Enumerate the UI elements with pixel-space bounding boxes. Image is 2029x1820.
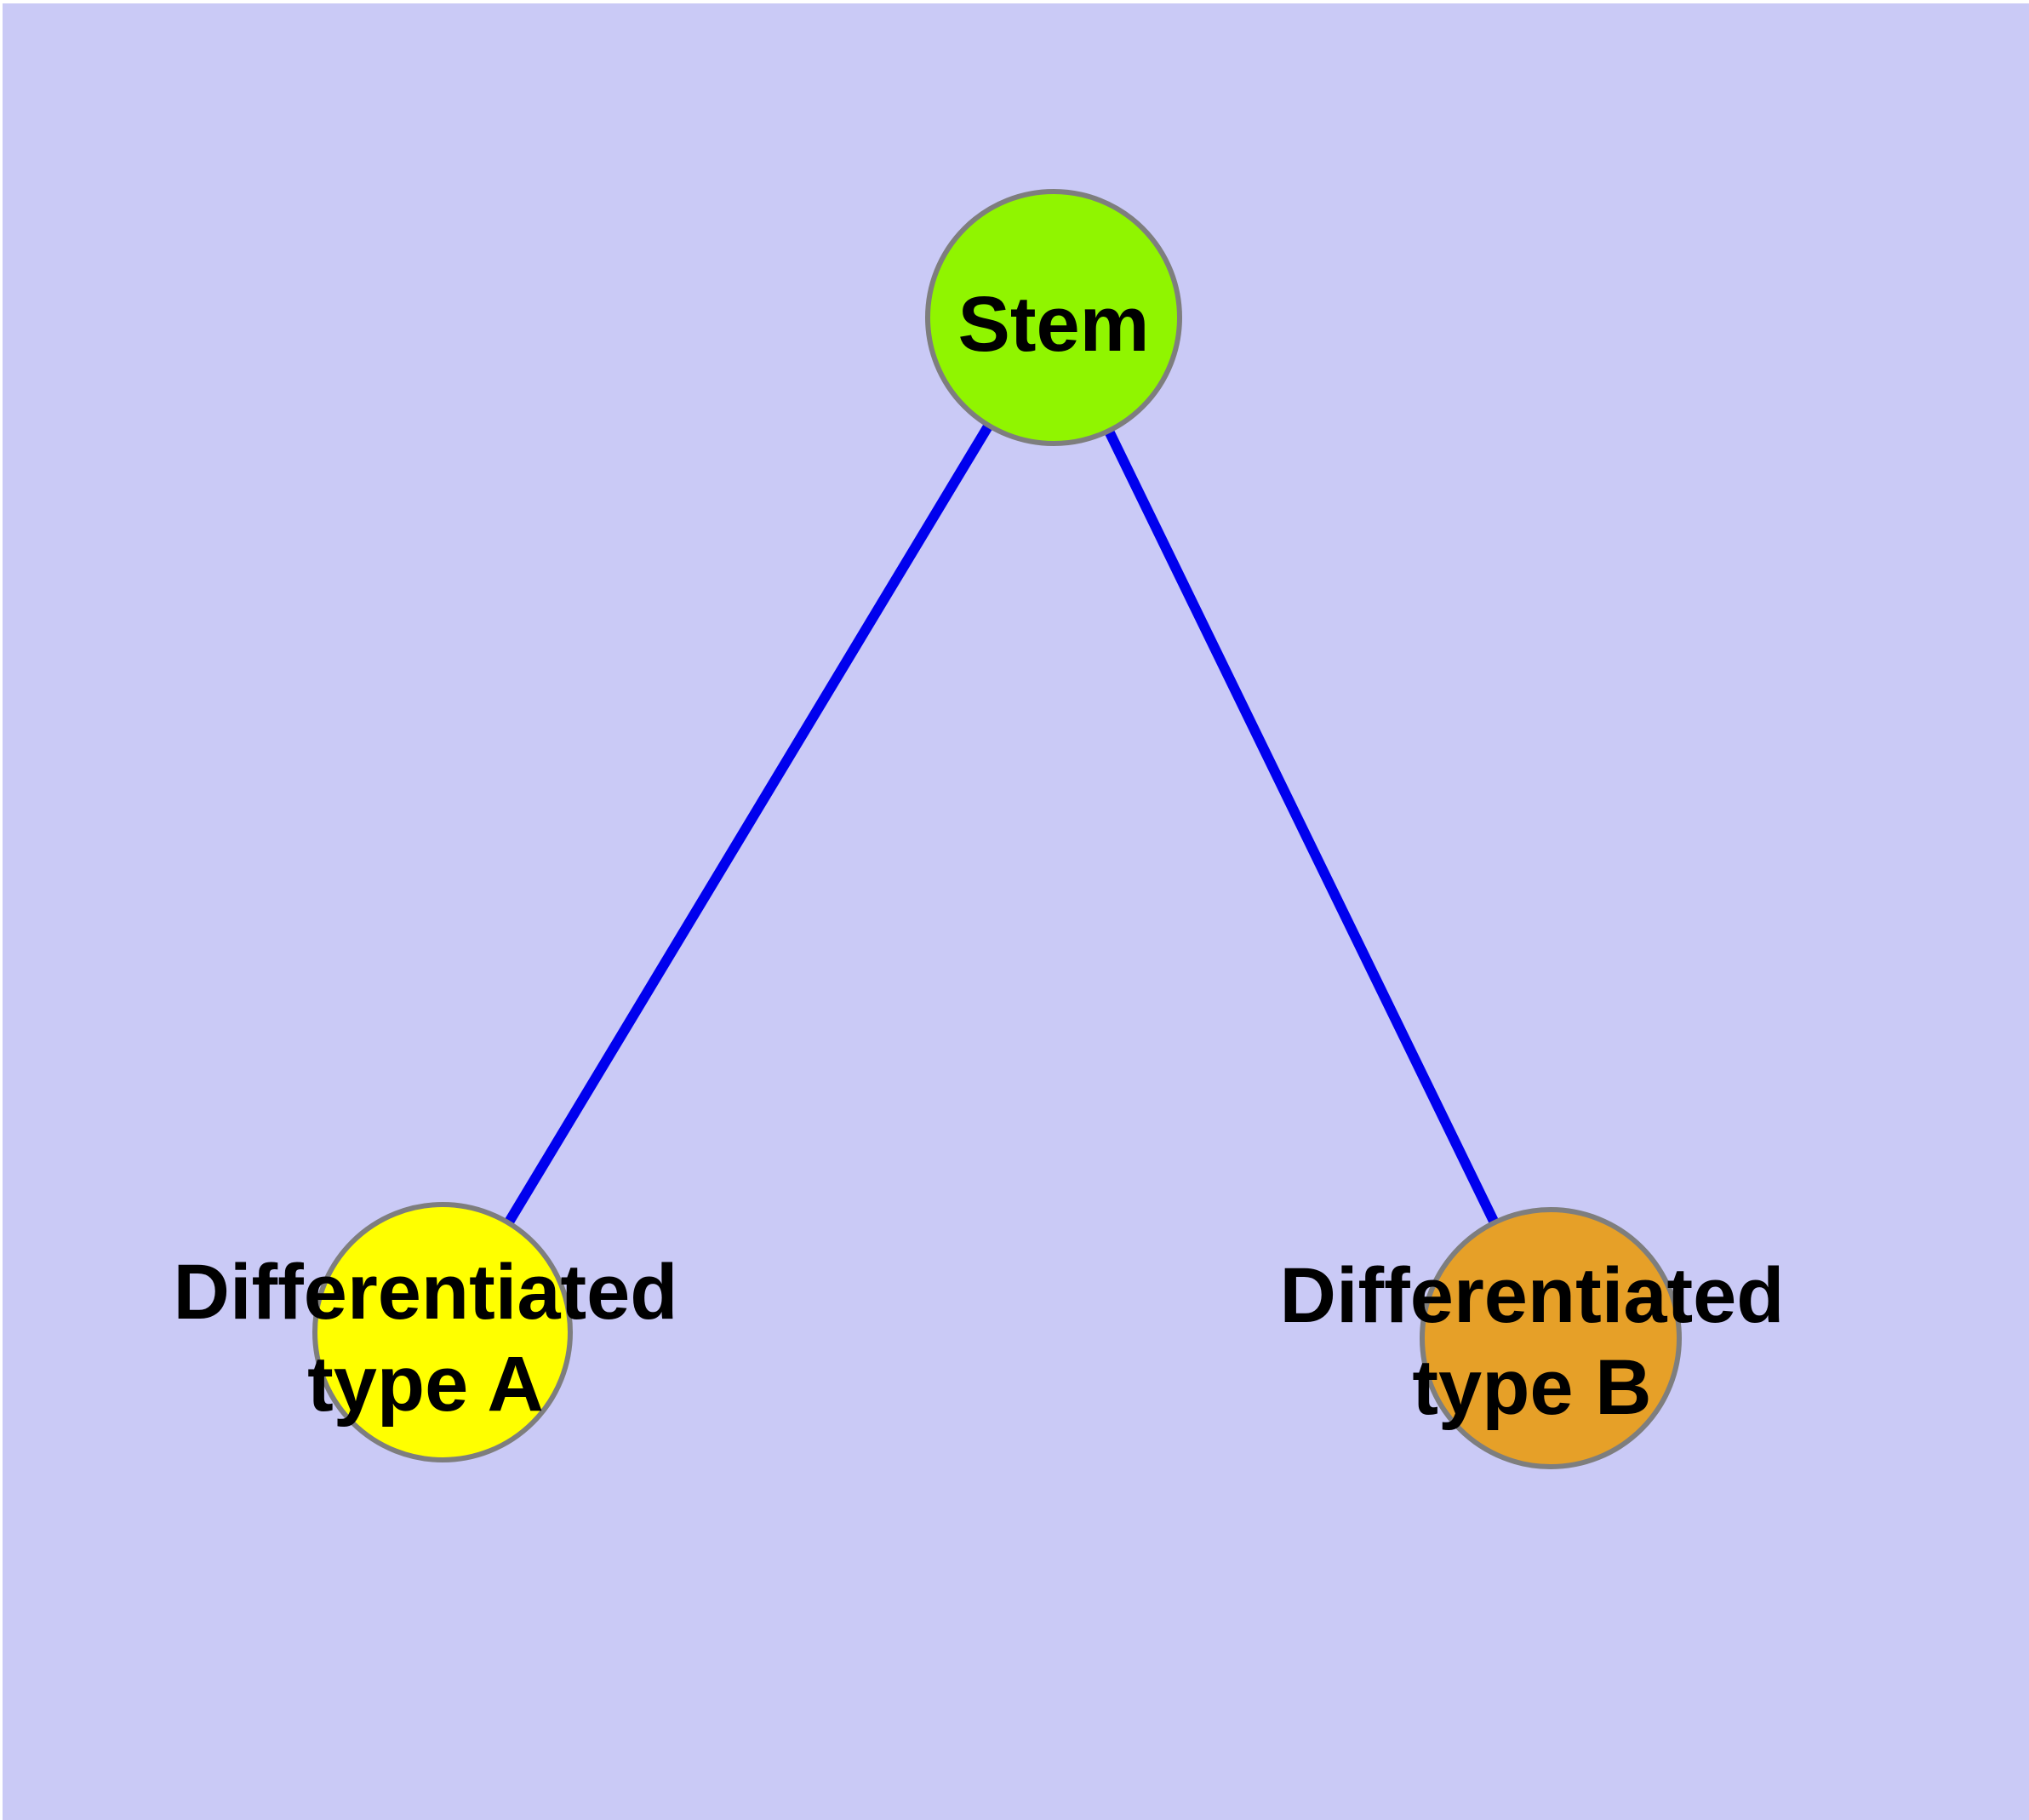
node-type-a-label-line-1: Differentiated bbox=[174, 1249, 678, 1336]
node-stem-label: Stem bbox=[958, 281, 1150, 368]
node-type-a-label-line-2: type A bbox=[307, 1341, 544, 1428]
node-type-b-label-line-1: Differentiated bbox=[1280, 1252, 1785, 1339]
node-differentiated-type-b[interactable] bbox=[1420, 1207, 1682, 1469]
edge-stem-to-type-a bbox=[437, 314, 1059, 1336]
node-stem[interactable] bbox=[925, 189, 1182, 446]
node-type-b-label-line-2: type B bbox=[1412, 1344, 1651, 1431]
node-differentiated-type-a[interactable] bbox=[312, 1202, 573, 1462]
edge-stem-to-type-b bbox=[1049, 315, 1556, 1341]
